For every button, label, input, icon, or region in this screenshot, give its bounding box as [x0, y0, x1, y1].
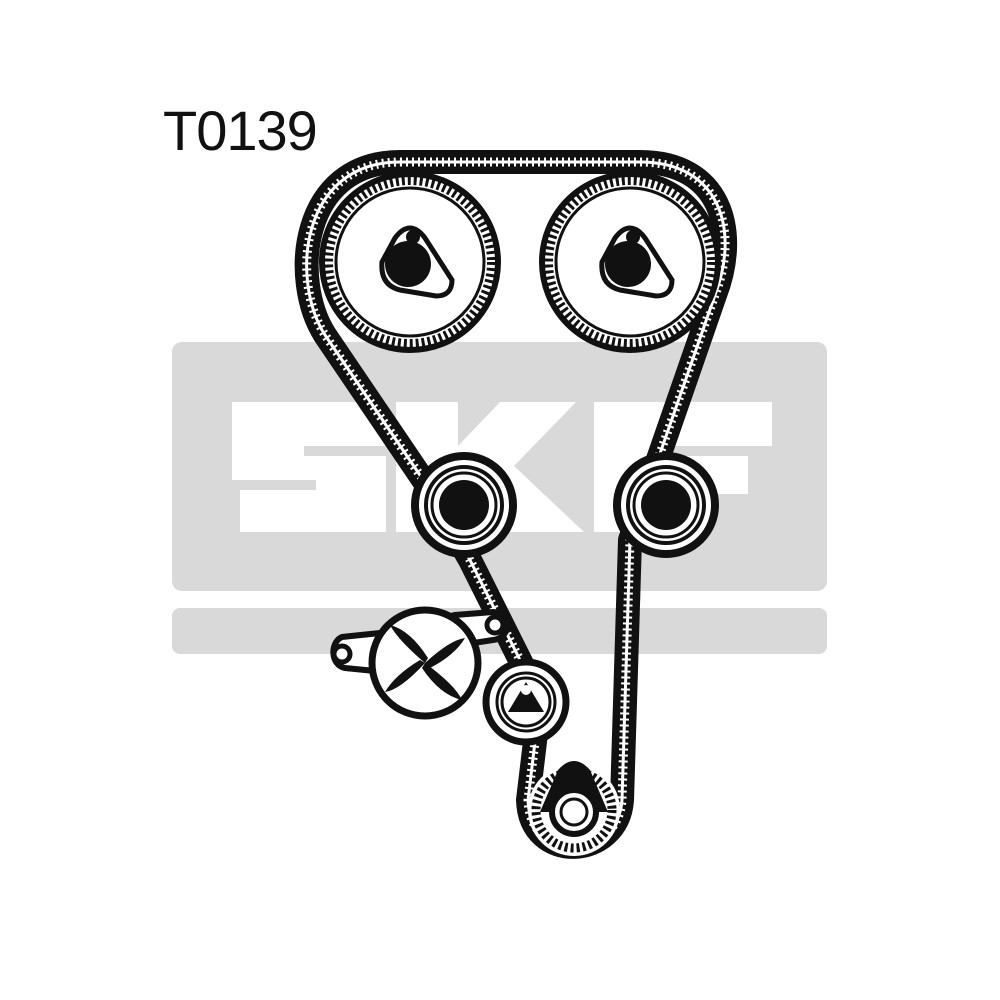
impeller-icon	[385, 625, 465, 700]
camshaft-sprocket-left	[319, 171, 501, 353]
part-code-label: T0139	[163, 99, 318, 162]
idler-pulley-left	[411, 452, 517, 558]
idler-pulley-right	[613, 452, 719, 558]
flange-bolt-hole-right	[484, 614, 506, 636]
flange-bolt-hole-left	[331, 643, 353, 665]
watermark-letter-s	[232, 402, 386, 532]
camshaft-sprocket-right	[539, 171, 721, 353]
crankshaft-sprocket	[528, 761, 620, 856]
tensioner-arrow-icon	[508, 682, 544, 712]
water-pump	[330, 606, 511, 720]
tensioner-pulley	[482, 658, 570, 746]
